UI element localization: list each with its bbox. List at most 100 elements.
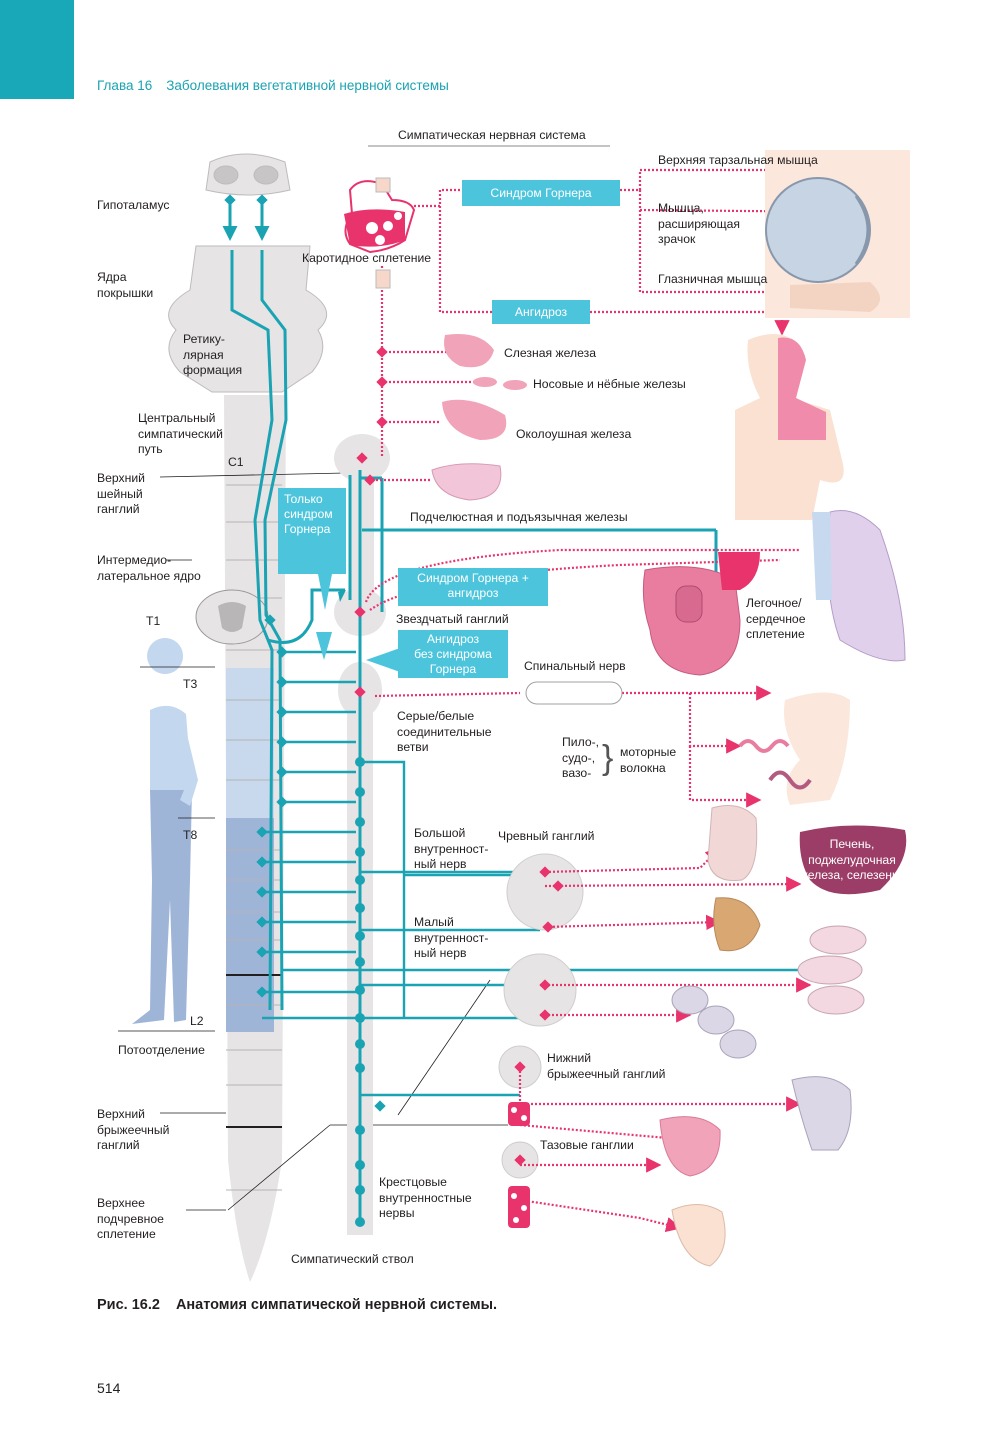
label-t3: T3 (183, 677, 198, 691)
label-c1: C1 (228, 455, 244, 469)
label-sup-cerv-1: Верхний (97, 471, 145, 485)
label-reticular-2: лярная (183, 347, 224, 362)
rectum (791, 1076, 852, 1151)
horner-only-line-1: Только (284, 492, 323, 506)
colon (671, 985, 757, 1059)
label-stellate: Звездчатый ганглий (396, 612, 509, 626)
horner-only-box: Только синдром Горнера (278, 488, 346, 574)
body-silhouette (132, 638, 198, 1024)
anh-without-line-2: без синдрома (414, 647, 492, 661)
label-sup-hypo-2: подчревное (97, 1211, 164, 1226)
label-minor-3: ный нерв (414, 946, 467, 960)
label-liver-1: Печень, (829, 837, 875, 851)
page-number: 514 (97, 1380, 121, 1396)
horner-only-line-3: Горнера (284, 522, 331, 536)
label-sup-mes-3: ганглий (97, 1138, 140, 1152)
label-rami-1: Серые/белые (397, 709, 475, 723)
label-tegmentum-1: Ядра (97, 270, 127, 284)
label-t8: T8 (183, 828, 198, 842)
pelvic-ganglia-chain (508, 1102, 530, 1228)
label-sympathetic-trunk: Симпатический ствол (291, 1252, 414, 1266)
callout-pointer-1 (318, 574, 332, 610)
figure-caption: Рис. 16.2 Анатомия симпатической нервной … (97, 1297, 497, 1313)
label-pulm-1: Легочное/ (746, 596, 802, 610)
label-pulm-2: сердечное (746, 611, 806, 626)
label-reticular-1: Ретику- (183, 332, 225, 346)
vessel (768, 770, 812, 790)
horner-plus-anhidrosis-box: Синдром Горнера + ангидроз (398, 568, 548, 606)
label-carotid-plexus: Каротидное сплетение (302, 251, 432, 265)
label-minor-1: Малый (414, 915, 454, 929)
cord-t8-zone (226, 818, 274, 1032)
label-interm-1: Интермедио- (97, 553, 172, 567)
label-dilator-2: расширяющая (658, 216, 741, 231)
label-inf-mes-1: Нижний (547, 1051, 592, 1065)
horner-plus-line-1: Синдром Горнера + (417, 571, 529, 585)
label-sacral-2: внутренностные (379, 1190, 472, 1205)
lung-illustration (812, 510, 906, 662)
caption-text: Анатомия симпатической нервной системы. (175, 1297, 498, 1313)
chapter-title: Заболевания вегетативной нервной системы (166, 78, 449, 93)
label-rami-3: ветви (397, 740, 429, 754)
stomach (707, 805, 758, 882)
label-intermediolateral: Интермедио-латеральное ядро (97, 553, 201, 584)
label-central-1: Центральный (138, 411, 216, 425)
spinal-nerve-shape (525, 681, 623, 705)
prevertebral-ganglia (498, 853, 584, 1179)
label-interm-2: латеральное ядро (97, 568, 201, 583)
carotid-plexus (344, 177, 416, 289)
label-spinal-nerve: Спинальный нерв (524, 659, 626, 673)
label-liver-3: железа, селезенка (799, 868, 905, 882)
label-pilo: Пило-, (562, 735, 600, 749)
kidney (713, 897, 761, 952)
label-l2: L2 (190, 1014, 204, 1028)
anh-without-line-3: Горнера (429, 662, 477, 676)
label-pulm-3: сплетение (746, 627, 805, 641)
label-liver-2: поджелудочная (808, 852, 896, 867)
label-lacrimal: Слезная железа (504, 346, 597, 360)
anhidrosis-box: Ангидроз (492, 300, 590, 324)
label-vaso: вазо- (562, 766, 592, 780)
caption-number: Рис. 16.2 (97, 1297, 160, 1313)
genitals (671, 1204, 726, 1267)
label-sup-mes-1: Верхний (97, 1107, 145, 1121)
chapter-corner-tab (0, 0, 74, 99)
sweat-gland (738, 739, 790, 753)
label-hypothalamus: Гипоталамус (97, 198, 170, 212)
eye-illustration (765, 150, 910, 318)
label-motor-1: моторные (620, 745, 677, 759)
label-sup-cerv-2: шейный (97, 486, 143, 501)
label-major-2: внутренност- (414, 841, 489, 856)
label-sacral-3: нервы (379, 1206, 415, 1220)
heart-illustration (642, 552, 760, 676)
anh-without-line-1: Ангидроз (426, 632, 480, 646)
skin-section (784, 692, 850, 805)
label-dilator-3: зрачок (658, 232, 696, 246)
figure-heading: Симпатическая нервная система (398, 128, 586, 142)
anhidrosis-without-horner-box: Ангидроз без синдрома Горнера (398, 630, 508, 678)
label-parotid: Околоушная железа (516, 427, 632, 441)
label-inf-mes-2: брыжеечный ганглий (547, 1066, 666, 1081)
label-major-1: Большой (414, 826, 466, 840)
label-orbital-muscle: Глазничная мышца (658, 272, 768, 286)
label-sacral-1: Крестцовые (379, 1175, 447, 1189)
cord-t3-zone (226, 668, 274, 818)
horner-plus-line-2: ангидроз (447, 586, 499, 600)
label-celiac: Чревный ганглий (498, 829, 595, 843)
label-tegmentum-2: покрышки (97, 285, 154, 300)
label-central-2: симпатический (138, 426, 223, 441)
label-minor-2: внутренност- (414, 930, 489, 945)
